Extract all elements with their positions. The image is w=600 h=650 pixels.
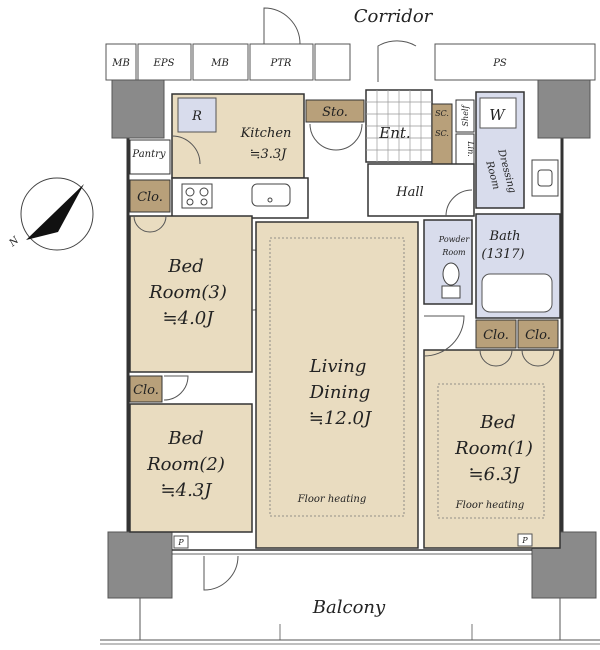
bedroom-2	[129, 403, 253, 533]
closet-bedroom2-door-swing	[163, 375, 189, 401]
pipe-marker-left	[173, 535, 189, 549]
fridge-label: R	[191, 109, 202, 124]
bedroom3-label-1: Bed	[167, 256, 203, 277]
living-size: ≒12.0J	[309, 408, 373, 429]
fridge-space	[177, 97, 217, 133]
closet-bedroom3-door-swing	[133, 215, 167, 233]
shoe-cabinet-label-1: SC.	[435, 109, 449, 118]
living-label-2: Dining	[309, 382, 371, 403]
washer-space	[479, 97, 517, 129]
utility-strip	[105, 43, 596, 81]
living-floor-heating-zone	[269, 237, 405, 517]
mb-label-2: MB	[210, 58, 229, 69]
stove-icon	[181, 183, 213, 209]
bedroom1-label-1: Bed	[479, 412, 515, 433]
closet-bedroom2	[129, 375, 163, 403]
pantry-door-swing	[171, 135, 201, 165]
bedroom1-size: ≒6.3J	[469, 464, 522, 485]
living-floor-heating-label: Floor heating	[297, 494, 367, 505]
kitchen-size: ≒3.3J	[250, 147, 288, 162]
linen-label: Lin.	[466, 140, 475, 157]
bedroom-1	[423, 349, 561, 549]
bedroom2-size: ≒4.3J	[161, 480, 214, 501]
bedroom-3	[129, 215, 253, 373]
entrance-door-swing	[377, 40, 417, 82]
dressing-door-swing	[445, 189, 473, 217]
ptr-door-swing	[263, 7, 301, 45]
bedroom1-label-2: Room(1)	[454, 438, 533, 459]
pipe-label-right: P	[521, 536, 528, 545]
bedroom3-size: ≒4.0J	[163, 308, 216, 329]
bedroom1-door-swing	[423, 315, 465, 357]
washer-label: W	[489, 106, 506, 124]
powder-room-label-1: Powder	[438, 235, 471, 244]
balcony-window-wall	[172, 549, 532, 555]
kitchen-label: Kitchen	[240, 126, 292, 141]
shelf-area	[455, 99, 475, 133]
ps-label: PS	[492, 58, 507, 69]
vanity-icon	[531, 159, 559, 197]
powder-room-label-2: Room	[441, 248, 466, 257]
closet-bedroom1-a-label: Clo.	[483, 328, 509, 343]
compass-north-label: N	[7, 234, 22, 249]
closet-bedroom3-label: Clo.	[137, 190, 163, 205]
closet-bedroom3	[129, 179, 171, 213]
bedroom2-label-1: Bed	[167, 428, 203, 449]
closet-bedroom1-b	[517, 319, 559, 349]
closet-bedroom1-b-label: Clo.	[525, 328, 551, 343]
compass: N	[7, 177, 94, 251]
bedroom1-floor-heating-zone	[437, 383, 545, 519]
storage-area	[305, 99, 365, 123]
balcony-door-swing	[203, 555, 239, 591]
bath-label: Bath	[489, 229, 521, 244]
closet-bedroom2-label: Clo.	[133, 383, 159, 398]
bath-size: (1317)	[481, 247, 524, 262]
bedroom3-label-2: Room(3)	[148, 282, 227, 303]
exterior-walls	[126, 92, 564, 540]
shoe-cabinet-label-2: SC.	[435, 129, 449, 138]
bedroom2-label-2: Room(2)	[146, 454, 225, 475]
bedroom1-floor-heating-label: Floor heating	[455, 500, 525, 511]
mb-label-1: MB	[111, 58, 130, 69]
storage-door-swing	[309, 123, 363, 151]
entrance-label: Ent.	[378, 124, 410, 142]
compass-needle-icon	[26, 184, 84, 240]
balcony-outline	[100, 598, 600, 645]
pipe-label-left: P	[177, 538, 184, 547]
sink-icon	[251, 183, 291, 207]
pipe-marker-right	[517, 533, 533, 547]
hall-area	[367, 163, 475, 217]
living-label-1: Living	[309, 356, 367, 377]
storage-label: Sto.	[322, 105, 348, 120]
balcony-label: Balcony	[312, 597, 386, 618]
pantry-label: Pantry	[131, 149, 165, 160]
structural-columns	[107, 79, 597, 599]
pantry-area	[129, 139, 171, 175]
living-dining	[255, 221, 419, 549]
hall-label: Hall	[395, 185, 423, 200]
corridor-label: Corridor	[354, 6, 434, 27]
entrance-tiles	[365, 89, 433, 163]
bathtub-icon	[481, 273, 553, 313]
shelf-label: Shelf	[461, 104, 470, 127]
closet-bedroom1-door-swing	[479, 349, 555, 367]
kitchen-counter	[171, 177, 309, 219]
closet-bedroom1-a	[475, 319, 517, 349]
ptr-label: PTR	[270, 58, 292, 69]
toilet-icon	[441, 262, 461, 299]
eps-label: EPS	[153, 58, 175, 69]
